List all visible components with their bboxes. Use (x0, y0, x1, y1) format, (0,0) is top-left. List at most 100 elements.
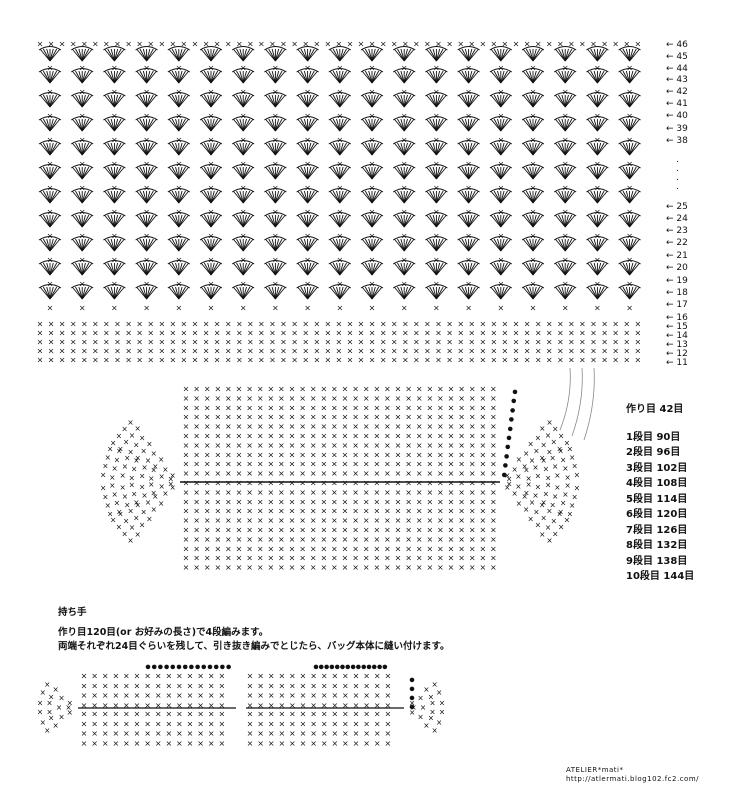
shell-stitch (392, 116, 416, 132)
handle-end-stitch: × (436, 718, 442, 727)
sc-stitch: × (433, 64, 440, 73)
left-wedge-stitch: × (158, 472, 164, 481)
sc-stitch: × (363, 507, 370, 516)
sc-stitch: × (465, 112, 472, 121)
sc-stitch: × (70, 356, 77, 365)
sc-stitch: × (278, 719, 285, 728)
sc-stitch: × (225, 320, 232, 329)
sc-stitch: × (268, 672, 275, 681)
sc-stitch: × (203, 40, 210, 49)
sc-stitch: × (336, 338, 343, 347)
sc-stitch: × (193, 526, 200, 535)
sc-stitch: × (47, 208, 54, 217)
chain-stitch: ● (511, 398, 516, 405)
sc-stitch: × (176, 710, 183, 719)
shell-stitch (489, 92, 513, 108)
sc-stitch: × (289, 450, 296, 459)
sc-stitch: × (278, 526, 285, 535)
sc-stitch: × (448, 450, 455, 459)
shell-stitch (38, 92, 62, 108)
chain-stitch: ● (504, 453, 509, 460)
sc-stitch: × (208, 136, 215, 145)
sc-stitch: × (136, 320, 143, 329)
sc-stitch: × (626, 208, 633, 217)
handle-end-stitch: × (58, 694, 64, 703)
sc-stitch: × (272, 136, 279, 145)
sc-stitch: × (183, 394, 190, 403)
sc-stitch: × (373, 563, 380, 572)
sc-stitch: × (165, 701, 172, 710)
sc-stitch: × (169, 329, 176, 338)
sc-stitch: × (214, 516, 221, 525)
sc-stitch: × (267, 441, 274, 450)
shell-stitch (618, 68, 641, 84)
sc-stitch: × (278, 544, 285, 553)
sc-stitch: × (208, 710, 215, 719)
sc-stitch: × (363, 394, 370, 403)
shell-stitch (360, 188, 384, 204)
right-wedge-stitch: × (535, 483, 541, 492)
shell-stitch (553, 164, 577, 180)
sc-stitch: × (331, 563, 338, 572)
sc-stitch: × (490, 544, 497, 553)
sc-stitch: × (331, 460, 338, 469)
shell-stitch (457, 260, 480, 276)
sc-stitch: × (435, 338, 442, 347)
sc-stitch: × (225, 338, 232, 347)
sc-stitch: × (331, 739, 338, 748)
row-label: ← 22 (666, 238, 688, 248)
sc-stitch: × (594, 64, 601, 73)
handle-title: 持ち手 (58, 607, 87, 618)
sc-stitch: × (320, 507, 327, 516)
shell-stitch (296, 260, 319, 276)
shell-stitch (618, 212, 641, 228)
sc-stitch: × (267, 563, 274, 572)
shell-stitch (70, 164, 94, 180)
sc-stitch: × (331, 413, 338, 422)
left-wedge-stitch: × (107, 444, 113, 453)
sc-stitch: × (257, 554, 264, 563)
left-wedge-stitch: × (145, 456, 151, 465)
sc-stitch: × (111, 136, 118, 145)
sc-stitch: × (416, 516, 423, 525)
right-wedge-stitch: × (545, 481, 551, 490)
shell-stitch (167, 140, 191, 156)
sc-stitch: × (590, 40, 597, 49)
sc-stitch: × (424, 320, 431, 329)
sc-stitch: × (47, 88, 54, 97)
shell-stitch (360, 260, 384, 276)
sc-stitch: × (491, 320, 498, 329)
handle-end-stitch: × (44, 680, 50, 689)
sc-stitch: × (236, 488, 243, 497)
sc-stitch: × (469, 422, 476, 431)
sc-stitch: × (448, 488, 455, 497)
sc-stitch: × (208, 701, 215, 710)
sc-stitch: × (267, 403, 274, 412)
sc-stitch: × (562, 304, 569, 313)
sc-stitch: × (546, 329, 553, 338)
sc-stitch: × (469, 385, 476, 394)
right-wedge-stitch: × (541, 514, 547, 523)
sc-stitch: × (626, 256, 633, 265)
sc-stitch: × (342, 526, 349, 535)
sc-stitch: × (579, 40, 586, 49)
sc-stitch: × (289, 507, 296, 516)
sc-stitch: × (114, 329, 121, 338)
sc-stitch: × (352, 403, 359, 412)
sc-stitch: × (258, 338, 265, 347)
sc-stitch: × (267, 497, 274, 506)
chain-stitch: ● (377, 664, 382, 671)
shell-stitch (586, 188, 609, 204)
round-count: 7段目 126目 (626, 524, 688, 536)
sc-stitch: × (310, 488, 317, 497)
sc-stitch: × (143, 88, 150, 97)
chain-stitch: ● (319, 664, 324, 671)
sc-stitch: × (225, 526, 232, 535)
sc-stitch: × (405, 469, 412, 478)
sc-stitch: × (123, 681, 130, 690)
sc-stitch: × (612, 356, 619, 365)
sc-stitch: × (579, 347, 586, 356)
sc-stitch: × (236, 450, 243, 459)
round-count: 6段目 120目 (626, 509, 688, 520)
left-wedge-stitch: × (122, 425, 128, 434)
